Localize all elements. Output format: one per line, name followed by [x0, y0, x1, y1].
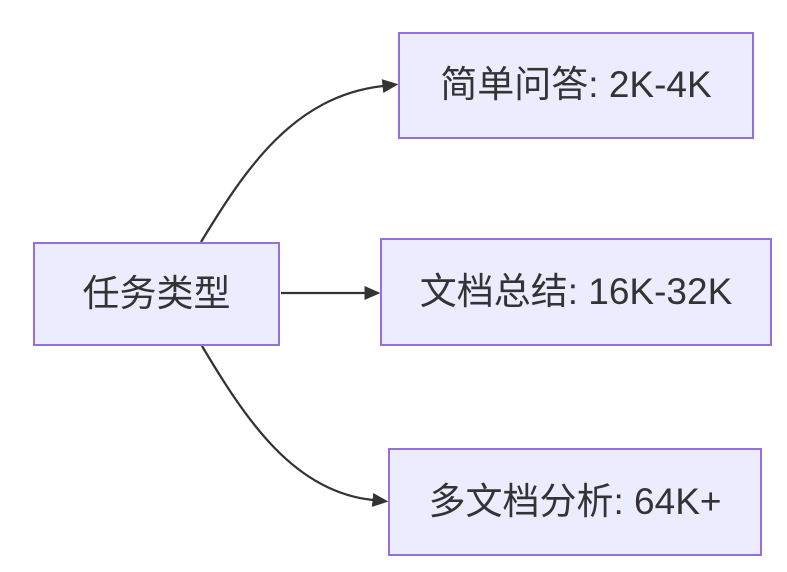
edge-task-type-to-multi-doc-analysis-arrow: [201, 345, 389, 507]
node-simple-qa: 简单问答: 2K-4K: [398, 32, 754, 139]
node-doc-summary-label: 文档总结: 16K-32K: [419, 270, 733, 312]
node-task-type: 任务类型: [33, 242, 280, 346]
node-task-type-label: 任务类型: [82, 272, 231, 314]
node-simple-qa-label: 简单问答: 2K-4K: [440, 64, 712, 106]
node-doc-summary: 文档总结: 16K-32K: [380, 238, 772, 346]
node-multi-doc-analysis: 多文档分析: 64K+: [388, 448, 762, 556]
edge-task-type-to-simple-qa-arrow: [200, 79, 399, 243]
node-multi-doc-analysis-label: 多文档分析: 64K+: [428, 480, 722, 522]
